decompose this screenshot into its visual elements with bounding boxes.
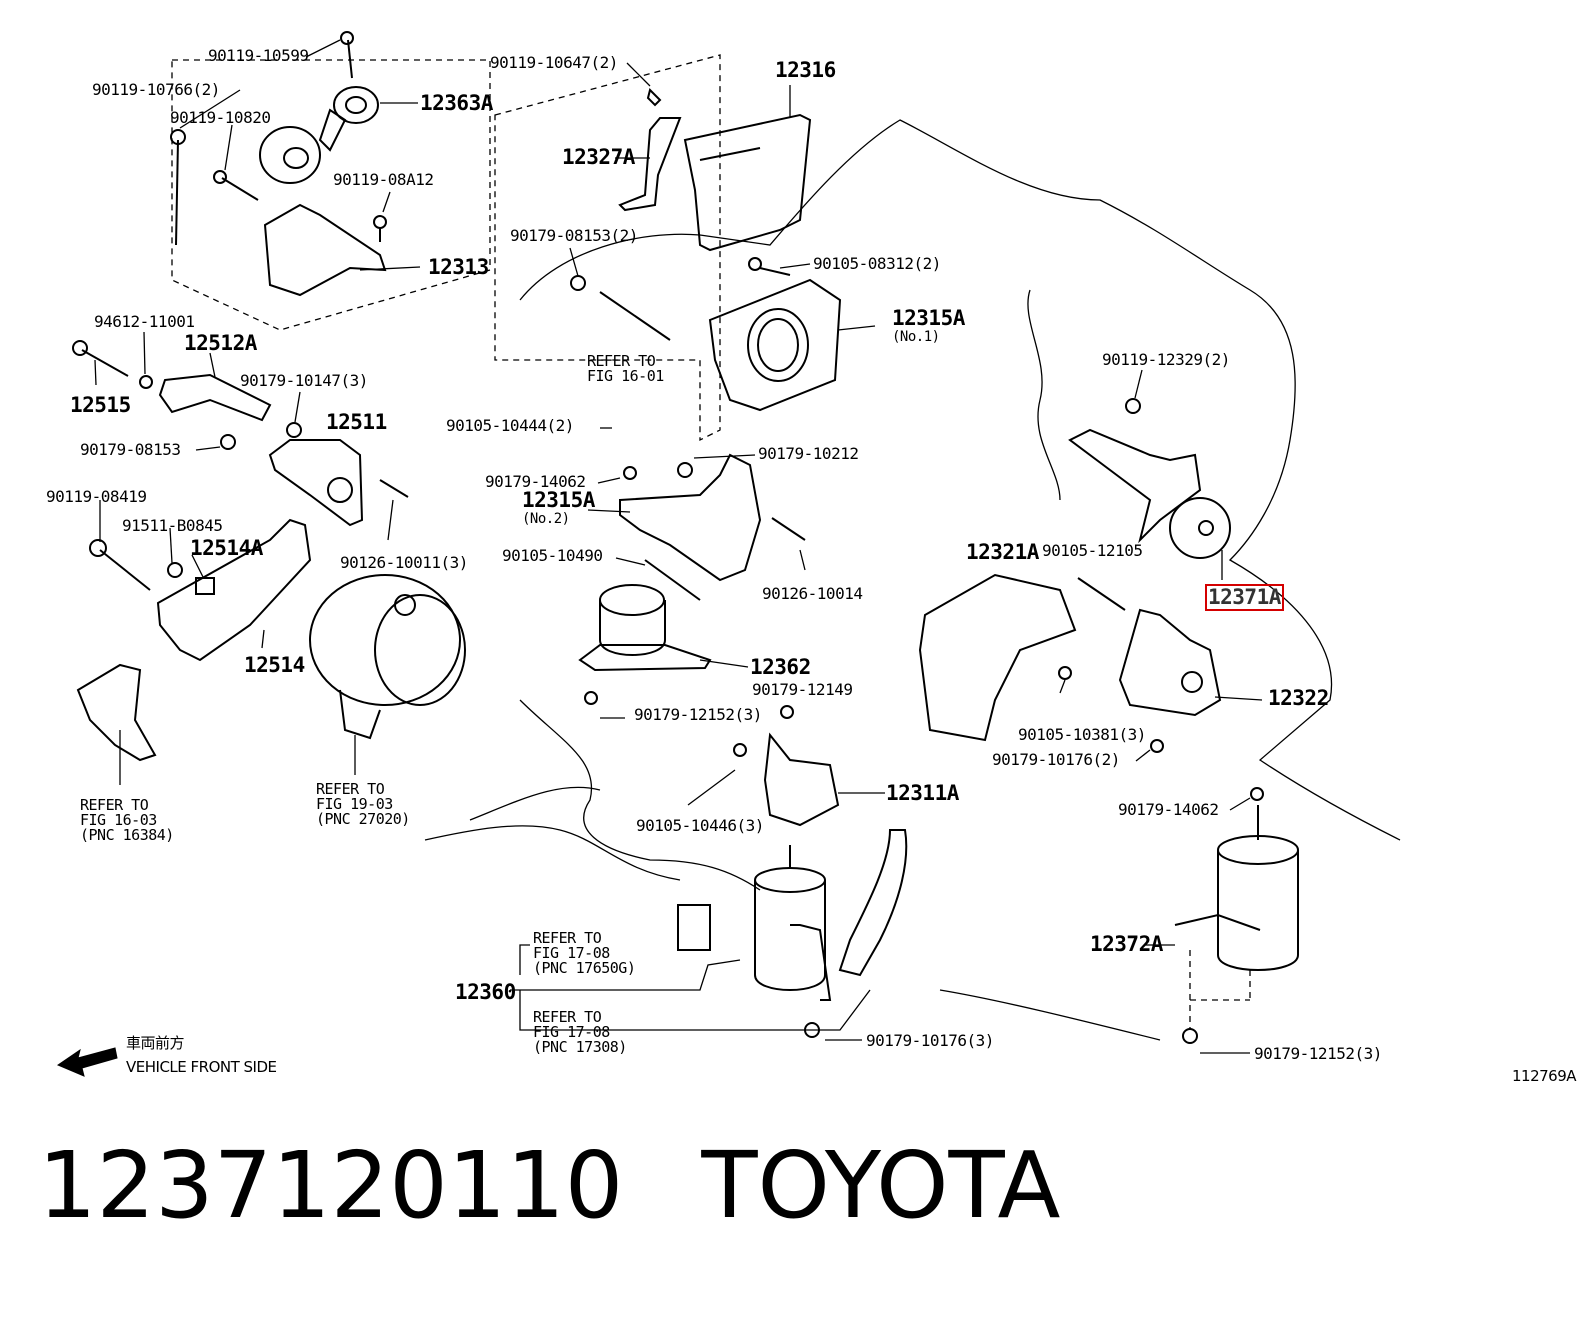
transmission-outline (519, 699, 761, 891)
part-label: (No.1) (892, 329, 940, 345)
drawing-number: 112769A (1512, 1067, 1577, 1085)
part-label: 12514 (244, 653, 305, 677)
part-label: 12316 (775, 58, 836, 82)
part-label: 90179-08153(2) (510, 226, 638, 245)
upper-left-parts (170, 31, 387, 297)
part-label: 12362 (750, 655, 811, 679)
lower-right-mount (1174, 787, 1299, 1044)
part-label: 90105-08312(2) (813, 254, 941, 273)
part-label: 12313 (428, 255, 489, 279)
diagram-drawing (56, 31, 1401, 1077)
lower-center-mount (677, 829, 908, 1038)
part-label: 90105-10381(3) (1018, 725, 1146, 744)
part-label: 90126-10011(3) (340, 553, 468, 572)
part-label: 90179-14062 (485, 472, 586, 491)
part-label: 91511-B0845 (122, 516, 223, 535)
direction-japanese: 車両前方 (126, 1034, 185, 1052)
part-label: 12315A (892, 306, 965, 330)
part-label: 12514A (190, 536, 263, 560)
part-label: 12512A (184, 331, 257, 355)
part-label: 90105-10490 (502, 546, 603, 565)
engine-outline (519, 119, 1401, 841)
part-label: 90119-10820 (170, 108, 271, 127)
part-label: 12311A (886, 781, 959, 805)
part-label: (No.2) (522, 511, 570, 527)
part-number: 1237120110 (38, 1132, 624, 1239)
part-label: 90179-14062 (1118, 800, 1219, 819)
part-label: 90179-12149 (752, 680, 853, 699)
part-label: 90179-12152(3) (634, 705, 762, 724)
part-label: 12372A (1090, 932, 1163, 956)
part-label: 90119-10647(2) (490, 53, 618, 72)
direction-english: VEHICLE FRONT SIDE (126, 1058, 277, 1076)
part-label: 90126-10014 (762, 584, 863, 603)
part-label: 12360 (455, 980, 516, 1004)
part-label: 12315A (522, 488, 595, 512)
leader-lines (94, 39, 1263, 1054)
part-label: 90119-10599 (208, 46, 309, 65)
engine-outline-lower (939, 989, 1161, 1041)
part-label: 90179-10176(2) (992, 750, 1120, 769)
part-label: 12511 (326, 410, 387, 434)
part-label: 12322 (1268, 686, 1329, 710)
left-arrow-icon (56, 1047, 118, 1077)
group-box-upper-mid (494, 54, 721, 442)
right-parts (918, 398, 1231, 753)
part-label: 90105-10444(2) (446, 416, 574, 435)
part-label: 12327A (562, 145, 635, 169)
upper-mid-parts (570, 88, 842, 412)
part-label: 90105-12105 (1042, 541, 1143, 560)
brand-name: TOYOTA (701, 1132, 1061, 1239)
part-label: 94612-11001 (94, 312, 195, 331)
part-label: 90119-08A12 (333, 170, 434, 189)
part-label: 90119-08419 (46, 487, 147, 506)
part-label: 12515 (70, 393, 131, 417)
part-label: 90179-10147(3) (240, 371, 368, 390)
part-label: 90179-08153 (80, 440, 181, 459)
part-label: 12321A (966, 540, 1039, 564)
part-label: 12363A (420, 91, 493, 115)
left-parts (72, 340, 409, 762)
group-box-upper-left (171, 59, 491, 331)
part-label: 90119-12329(2) (1102, 350, 1230, 369)
center-parts (578, 453, 840, 827)
part-label: 90119-10766(2) (92, 80, 220, 99)
parts-diagram: 90119-10599 90119-10766(2) 90119-10820 1… (46, 31, 1577, 1085)
part-label: 90179-10212 (758, 444, 859, 463)
part-label: 90179-12152(3) (1254, 1044, 1382, 1063)
part-label-highlighted: 12371A (1205, 584, 1284, 611)
subframe-outline (424, 786, 681, 881)
part-label: 90179-10176(3) (866, 1031, 994, 1050)
alternator (309, 574, 466, 740)
part-label: 90105-10446(3) (636, 816, 764, 835)
